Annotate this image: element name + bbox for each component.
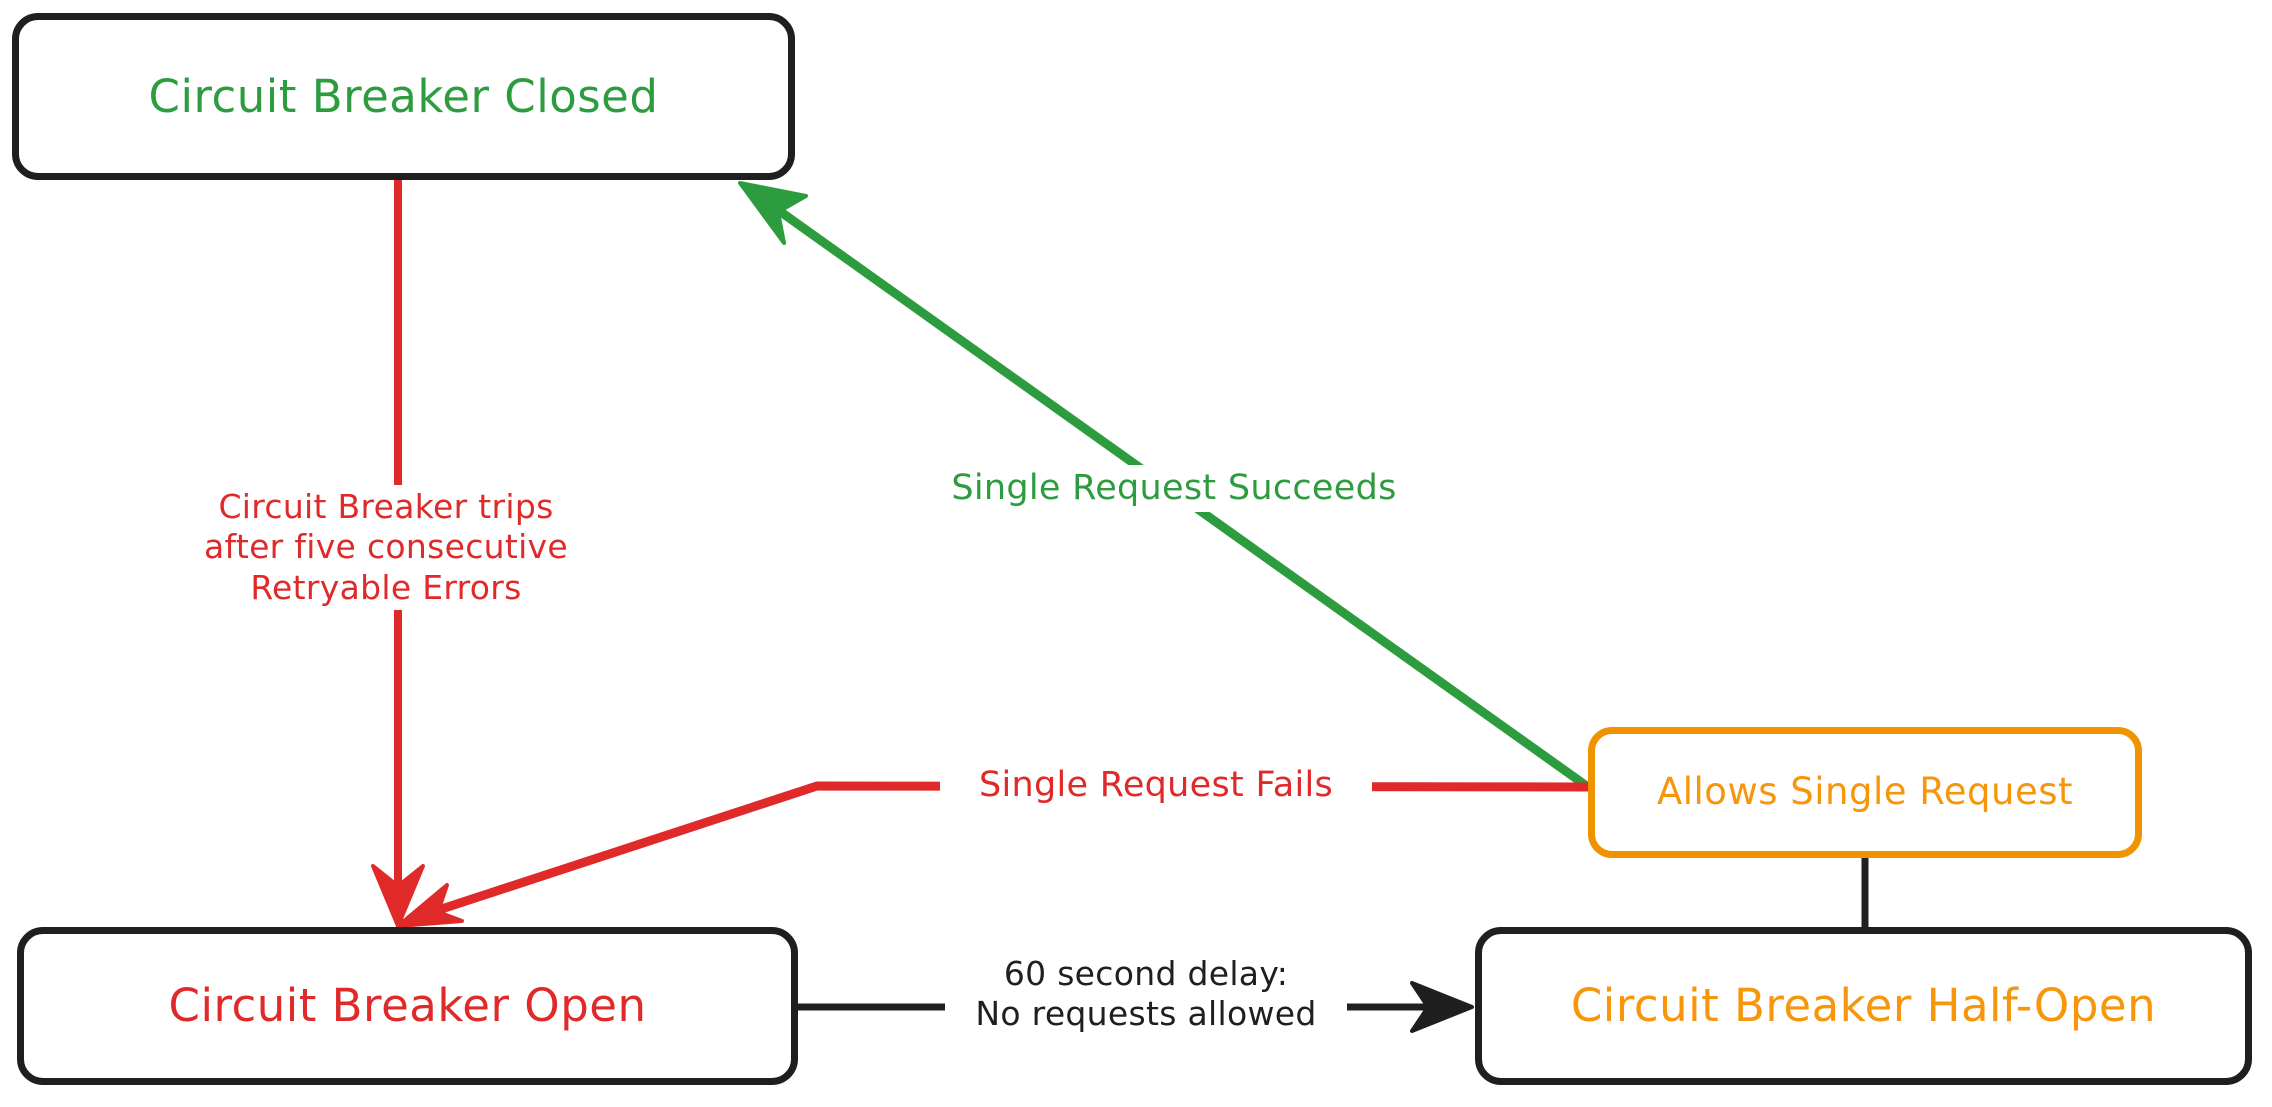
node-label-circuit-breaker-open: Circuit Breaker Open bbox=[168, 979, 647, 1033]
edge-label-closed-to-open: Circuit Breaker trips after five consecu… bbox=[180, 485, 592, 610]
node-circuit-breaker-half-open[interactable]: Circuit Breaker Half-Open bbox=[1475, 927, 2252, 1085]
node-circuit-breaker-closed[interactable]: Circuit Breaker Closed bbox=[12, 13, 795, 180]
edge-label-allows-to-open: Single Request Fails bbox=[940, 762, 1372, 809]
node-circuit-breaker-open[interactable]: Circuit Breaker Open bbox=[17, 927, 798, 1085]
edge-label-open-to-half-open: 60 second delay: No requests allowed bbox=[945, 952, 1347, 1037]
node-label-circuit-breaker-closed: Circuit Breaker Closed bbox=[148, 69, 659, 123]
node-label-circuit-breaker-half-open: Circuit Breaker Half-Open bbox=[1570, 979, 2157, 1033]
node-label-allows-single-request: Allows Single Request bbox=[1656, 770, 2074, 814]
edge-label-allows-to-closed: Single Request Succeeds bbox=[918, 465, 1430, 512]
node-allows-single-request[interactable]: Allows Single Request bbox=[1588, 727, 2142, 858]
